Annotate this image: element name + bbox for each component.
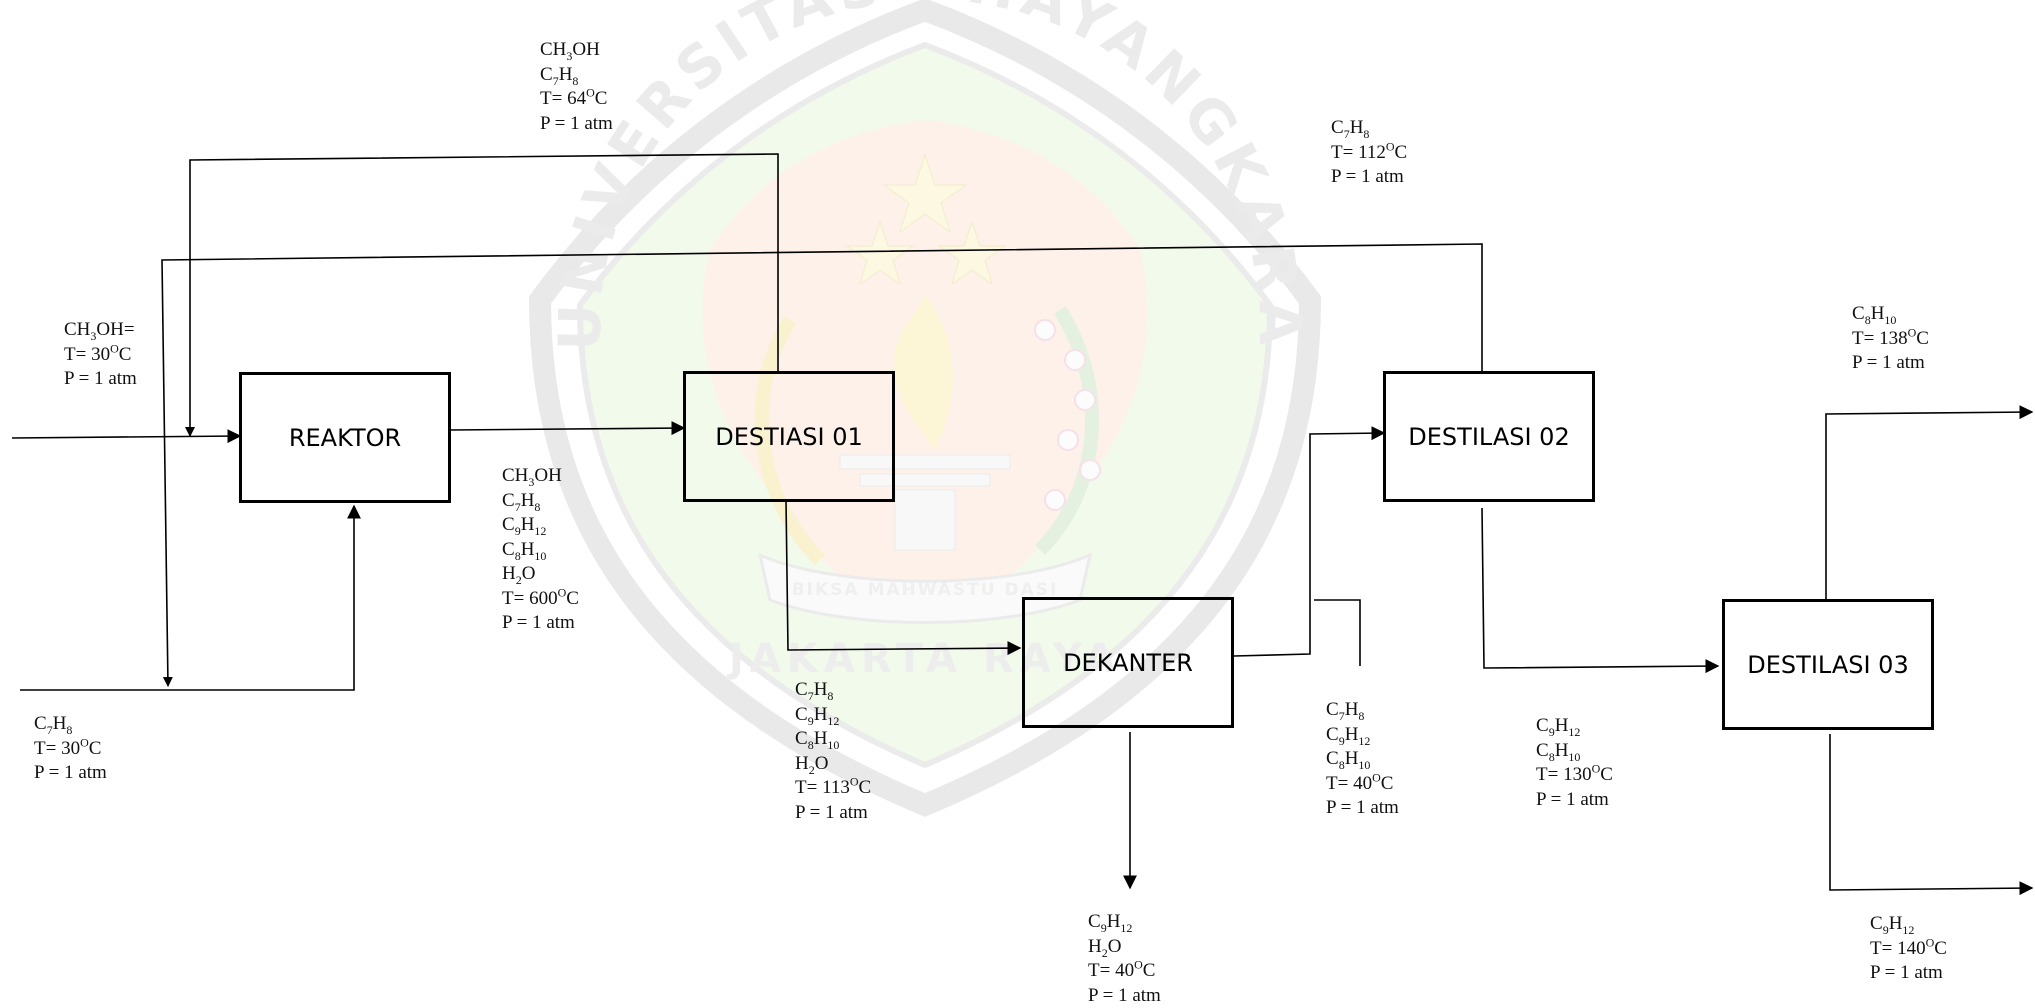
destilasi-03-label: DESTILASI 03 [1747,651,1908,679]
watermark-motto: BIKSA MAHWASTU DASI [792,580,1059,600]
stream-line: T= 600OC [502,587,579,612]
stream-line: C9H12 [1870,912,1947,937]
stream-line: H2O [795,752,871,777]
toluene-feed-line [20,506,354,690]
stream-line: CH3OH [502,464,579,489]
destilasi-01-unit: DESTIASI 01 [683,371,895,502]
stream-line: T= 140OC [1870,937,1947,962]
stream-line: P = 1 atm [540,112,613,137]
stream-line: P = 1 atm [502,611,579,636]
stream-line: T= 138OC [1852,327,1929,352]
stream-line: H2O [502,562,579,587]
stream-line: P = 1 atm [1536,788,1613,813]
dekanter-unit: DEKANTER [1022,597,1234,728]
stream-line: T= 40OC [1088,959,1161,984]
stream-line: T= 30OC [64,343,137,368]
stream-line: P = 1 atm [1088,984,1161,1008]
stream-line: P = 1 atm [1852,351,1929,376]
stream-line: C9H12 [502,513,579,538]
stream-line: P = 1 atm [795,801,871,826]
d03-top-line [1826,412,2032,602]
stream-line: C8H10 [1536,739,1613,764]
stream-line: C8H10 [795,727,871,752]
stream-line: C9H12 [1088,910,1161,935]
stream-line: C7H8 [1331,116,1407,141]
stream-line: C8H10 [502,538,579,563]
stream-line: T= 112OC [1331,141,1407,166]
stream-line: C8H10 [1852,302,1929,327]
reaktor-label: REAKTOR [289,424,401,452]
stream-line: T= 130OC [1536,763,1613,788]
stream-line: P = 1 atm [64,367,137,392]
stream-line: T= 64OC [540,87,613,112]
stream-line: CH3OH= [64,318,137,343]
stream-line: T= 30OC [34,737,107,762]
stream-line: CH3OH [540,38,613,63]
stream-line: C9H12 [1326,723,1399,748]
destilasi-01-label: DESTIASI 01 [715,423,863,451]
stream-line: C7H8 [1326,698,1399,723]
stream-line: H2O [1088,935,1161,960]
stream-line: T= 40OC [1326,772,1399,797]
stream-line: C7H8 [34,712,107,737]
stream-line: P = 1 atm [1870,961,1947,986]
methanol-feed-line [12,436,240,438]
destilasi-02-label: DESTILASI 02 [1408,423,1569,451]
stream-line: C8H10 [1326,747,1399,772]
stream-line: P = 1 atm [1326,796,1399,821]
stream-line: P = 1 atm [34,761,107,786]
dekanter-branch-line [1314,600,1360,666]
stream-line: P = 1 atm [1331,165,1407,190]
destilasi-02-unit: DESTILASI 02 [1383,371,1595,502]
stream-line: C9H12 [1536,714,1613,739]
d03-bottom-line [1830,734,2032,890]
stream-line: C9H12 [795,703,871,728]
reaktor-unit: REAKTOR [239,372,451,503]
stream-line: C7H8 [502,489,579,514]
destilasi-03-unit: DESTILASI 03 [1722,599,1934,730]
d02-to-d03-line [1482,508,1718,668]
stream-line: T= 113OC [795,776,871,801]
stream-line: C7H8 [540,63,613,88]
dekanter-label: DEKANTER [1063,649,1193,677]
stream-line: C7H8 [795,678,871,703]
